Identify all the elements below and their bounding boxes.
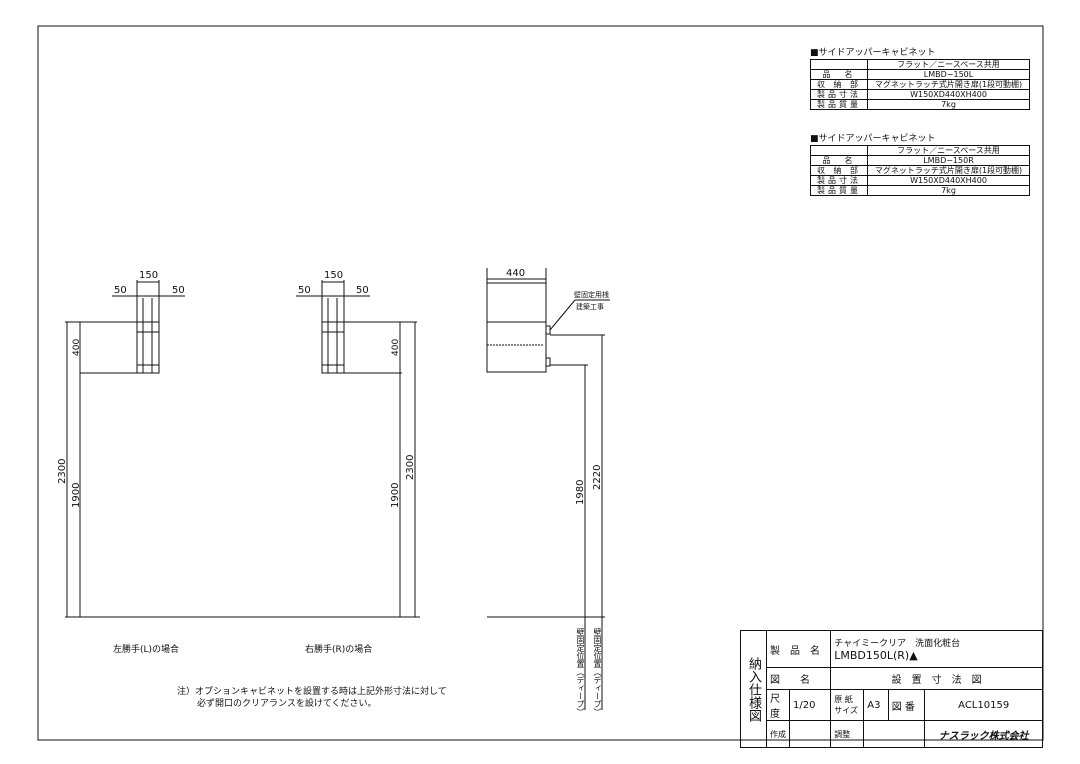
scale-value: 1/20 xyxy=(788,689,832,721)
spec-key: 品 名 xyxy=(810,69,868,80)
dim-left-50b: 50 xyxy=(172,285,185,296)
spec-value: 7kg xyxy=(867,185,1030,196)
spec-value: マグネットラッチ式片開き扉(1段可動棚) xyxy=(867,165,1030,176)
dim-left-50a: 50 xyxy=(114,285,127,296)
dim-2220: 2220 xyxy=(592,465,603,490)
spec-key: 製品質量 xyxy=(810,185,868,196)
scale-label: 尺 度 xyxy=(766,689,790,721)
left-cabinet-elevation xyxy=(65,280,420,618)
dim-1980: 1980 xyxy=(575,480,586,505)
dim-left-150: 150 xyxy=(139,270,158,281)
dim-right-50a: 50 xyxy=(298,285,311,296)
drawing-name: 設 置 寸 法 図 xyxy=(830,667,1043,690)
product-label: 製 品 名 xyxy=(765,630,832,668)
spec-value: LMBD−150R xyxy=(867,155,1030,166)
drawing-number: ACL10159 xyxy=(924,689,1043,721)
dim-right-50b: 50 xyxy=(356,285,369,296)
spec-key: 製品寸法 xyxy=(810,175,868,186)
note-line-1: 注）オプションキャビネットを設置する時は上記外形寸法に対して xyxy=(177,687,447,697)
wall-position-label-1980: 壁固定位置（ディープ） xyxy=(576,628,585,716)
spec-value: マグネットラッチ式片開き扉(1段可動棚) xyxy=(867,79,1030,90)
note-line-2: 必ず開口のクリアランスを設けてください。 xyxy=(197,699,377,709)
dim-right-150: 150 xyxy=(324,270,343,281)
spec-key: 製品寸法 xyxy=(810,89,868,100)
wall-fix-label: 壁固定用桟 xyxy=(574,290,609,299)
spec-key: 収 納 部 xyxy=(810,79,868,90)
made-by-label: 作成 xyxy=(766,720,790,748)
spec-key: 製品質量 xyxy=(810,99,868,110)
company-logo: ナスラック株式会社 xyxy=(924,720,1043,748)
side-view xyxy=(486,268,610,710)
paper-label: 原 紙 サイズ xyxy=(830,689,865,721)
spec-title: ■サイドアッパーキャビネット xyxy=(810,134,936,144)
product-line-1: チャイミークリア 洗面化粧台 xyxy=(834,639,961,649)
left-case-label: 左勝手(L)の場合 xyxy=(113,645,180,655)
product-line-2: LMBD150L(R)▲ xyxy=(834,649,918,662)
right-case-label: 右勝手(R)の場合 xyxy=(305,645,373,655)
spec-title: ■サイドアッパーキャビネット xyxy=(810,48,936,58)
spec-key: 品 名 xyxy=(810,155,868,166)
wall-position-label-2220: 壁固定位置（ディープ） xyxy=(593,628,602,716)
right-cabinet-elevation xyxy=(296,280,417,617)
drawing-name-label: 図 名 xyxy=(765,667,832,690)
dim-left-2300: 2300 xyxy=(57,459,68,484)
spec-value: LMBD−150L xyxy=(867,69,1030,80)
check-label: 調整 xyxy=(830,720,865,748)
spec-value: 7kg xyxy=(867,99,1030,110)
dim-right-1900: 1900 xyxy=(390,483,401,508)
spec-value: W150XD440XH400 xyxy=(867,89,1030,100)
dim-left-1900: 1900 xyxy=(71,483,82,508)
dim-right-2300: 2300 xyxy=(405,455,416,480)
spec-key: 収 納 部 xyxy=(810,165,868,176)
paper-value: A3 xyxy=(863,689,889,721)
spec-value: W150XD440XH400 xyxy=(867,175,1030,186)
construction-label: 建築工事 xyxy=(576,302,604,311)
side-label: 納入仕様図 xyxy=(740,630,767,748)
dim-depth-440: 440 xyxy=(506,268,525,279)
sheet-border xyxy=(37,25,1044,741)
dim-left-400: 400 xyxy=(72,339,82,356)
number-label: 図 番 xyxy=(887,689,926,721)
spec-header: フラット／ニースペース共用 xyxy=(867,59,1030,70)
spec-header: フラット／ニースペース共用 xyxy=(867,145,1030,156)
dim-right-400: 400 xyxy=(391,339,401,356)
